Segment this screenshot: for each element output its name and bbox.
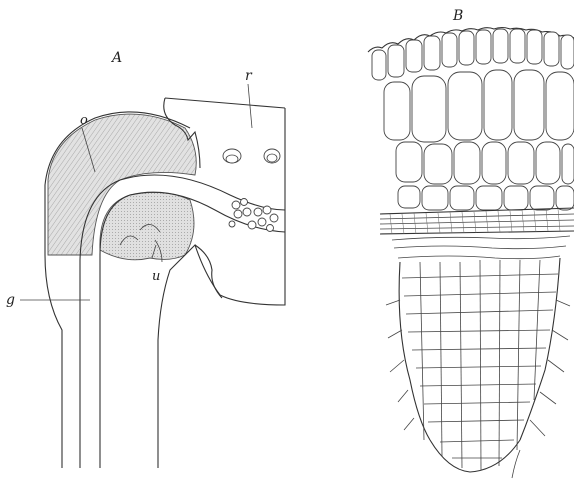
middle-cell-layer	[396, 142, 574, 184]
lower-cell-layer	[398, 186, 574, 210]
label-u: u	[152, 269, 160, 284]
granule-cluster	[229, 199, 278, 232]
fibrous-edges	[386, 300, 570, 478]
panel-b: B	[368, 8, 574, 478]
compressed-layer	[392, 236, 570, 259]
inner-fold	[195, 245, 222, 298]
label-r: r	[245, 68, 253, 84]
inner-tissue	[399, 258, 560, 472]
cell-cluster-r	[223, 149, 280, 163]
striated-band	[380, 208, 574, 234]
panel-b-label: B	[452, 8, 463, 24]
shaded-region-u	[100, 192, 194, 259]
label-g: g	[6, 292, 15, 308]
panel-a: A	[6, 50, 285, 468]
leader-r	[248, 84, 252, 128]
panel-a-label: A	[110, 50, 122, 66]
label-o: o	[80, 113, 88, 128]
large-cell-layer	[384, 70, 574, 142]
